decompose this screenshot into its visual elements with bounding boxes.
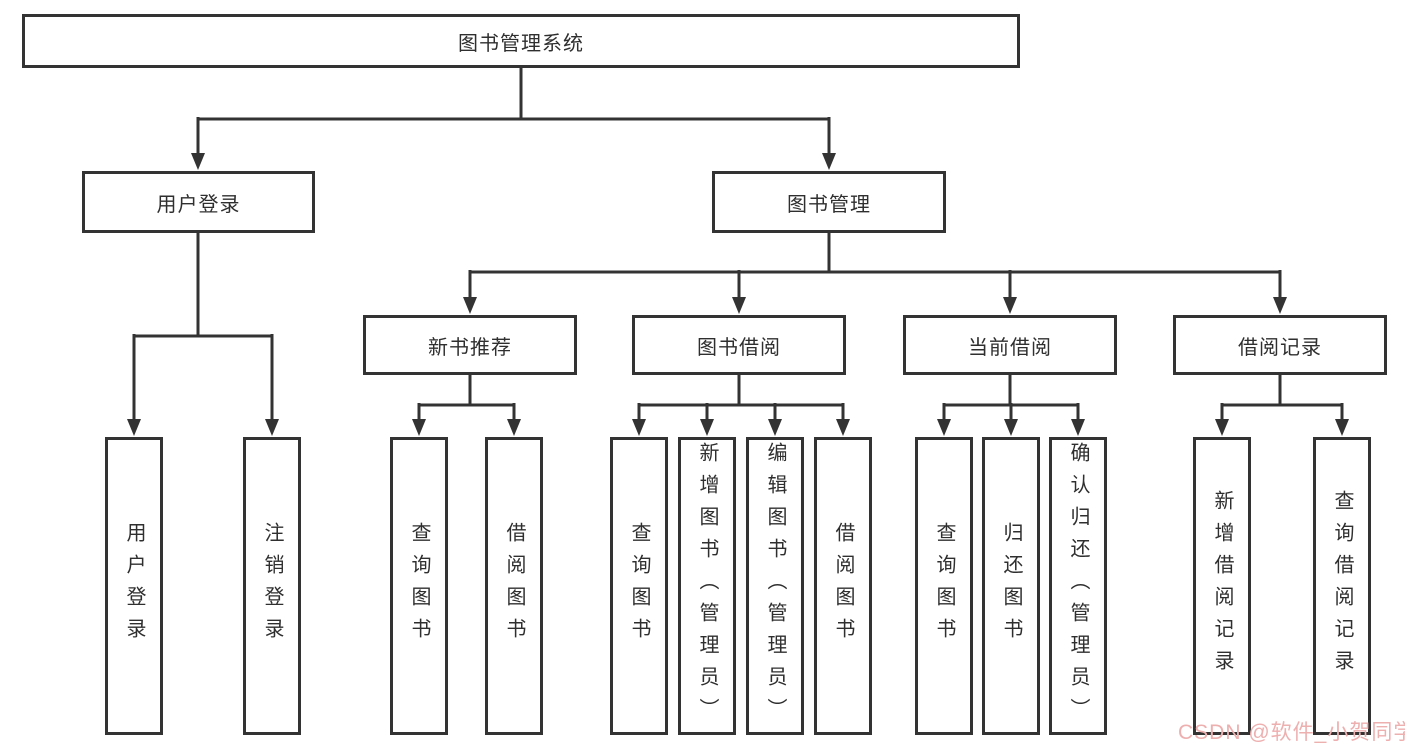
arrowhead — [632, 419, 646, 436]
leaf-edit-books-admin: 编辑图书（管理员） — [746, 437, 804, 735]
arrowhead — [768, 419, 782, 436]
watermark: CSDN @软件_小贺同学 — [1178, 721, 1405, 744]
arrowhead — [463, 297, 477, 314]
node-new-book-recommendation: 新书推荐 — [363, 315, 577, 375]
arrowhead — [412, 419, 426, 436]
node-label: 查询图书 — [408, 522, 430, 650]
node-label: 借阅图书 — [503, 522, 525, 650]
node-label: 查询借阅记录 — [1331, 490, 1353, 682]
connector-userlogin-to-leaves — [132, 231, 274, 422]
node-library-management-system: 图书管理系统 — [22, 14, 1020, 68]
leaf-add-borrow-record: 新增借阅记录 — [1193, 437, 1251, 735]
arrowhead — [937, 419, 951, 436]
node-label: 借阅图书 — [832, 522, 854, 650]
arrowhead — [127, 419, 141, 436]
leaf-add-books-admin: 新增图书（管理员） — [678, 437, 736, 735]
connector-records-to-leaves — [1220, 373, 1344, 422]
arrowhead — [507, 419, 521, 436]
arrowhead — [191, 153, 205, 170]
arrowhead — [822, 153, 836, 170]
node-label: 编辑图书（管理员） — [764, 442, 786, 730]
arrowhead — [265, 419, 279, 436]
arrowhead — [1215, 419, 1229, 436]
node-label: 确认归还（管理员） — [1067, 442, 1089, 730]
leaf-borrow-books-1: 借阅图书 — [485, 437, 543, 735]
node-book-borrow: 图书借阅 — [632, 315, 846, 375]
node-label: 查询图书 — [628, 522, 650, 650]
leaf-query-books-2: 查询图书 — [610, 437, 668, 735]
arrowhead — [1273, 297, 1287, 314]
leaf-borrow-books-2: 借阅图书 — [814, 437, 872, 735]
node-label: 新书推荐 — [428, 336, 512, 359]
leaf-user-login: 用户登录 — [105, 437, 163, 735]
arrowhead — [1071, 419, 1085, 436]
arrowhead — [1003, 297, 1017, 314]
leaf-query-books-1: 查询图书 — [390, 437, 448, 735]
node-label: 归还图书 — [1000, 522, 1022, 650]
node-borrow-records: 借阅记录 — [1173, 315, 1387, 375]
arrowhead — [732, 297, 746, 314]
node-label: 图书管理系统 — [458, 32, 584, 55]
arrowhead — [1335, 419, 1349, 436]
leaf-query-books-3: 查询图书 — [915, 437, 973, 735]
leaf-query-borrow-record: 查询借阅记录 — [1313, 437, 1371, 735]
arrowhead — [1004, 419, 1018, 436]
arrowhead — [836, 419, 850, 436]
arrowheads — [127, 153, 1349, 436]
node-label: 用户登录 — [123, 522, 145, 650]
connector-bookmgmt-to-level3 — [468, 231, 1282, 300]
connector-root-to-level2 — [196, 66, 831, 156]
connector-currentborrow-to-leaves — [942, 373, 1080, 422]
node-current-borrow: 当前借阅 — [903, 315, 1117, 375]
node-label: 用户登录 — [156, 193, 241, 216]
connector-bookborrow-to-leaves — [637, 373, 845, 422]
node-user-login: 用户登录 — [82, 171, 315, 233]
node-label: 图书管理 — [787, 193, 871, 216]
node-label: 图书借阅 — [697, 336, 781, 359]
leaf-return-books: 归还图书 — [982, 437, 1040, 735]
node-label: 注销登录 — [261, 522, 283, 650]
node-label: 借阅记录 — [1238, 336, 1322, 359]
connector-newbook-to-leaves — [417, 373, 516, 422]
node-label: 查询图书 — [933, 522, 955, 650]
node-label: 新增借阅记录 — [1211, 490, 1233, 682]
leaf-logout: 注销登录 — [243, 437, 301, 735]
leaf-confirm-return-admin: 确认归还（管理员） — [1049, 437, 1107, 735]
node-book-management: 图书管理 — [712, 171, 946, 233]
arrowhead — [700, 419, 714, 436]
node-label: 当前借阅 — [968, 336, 1052, 359]
node-label: 新增图书（管理员） — [696, 442, 718, 730]
